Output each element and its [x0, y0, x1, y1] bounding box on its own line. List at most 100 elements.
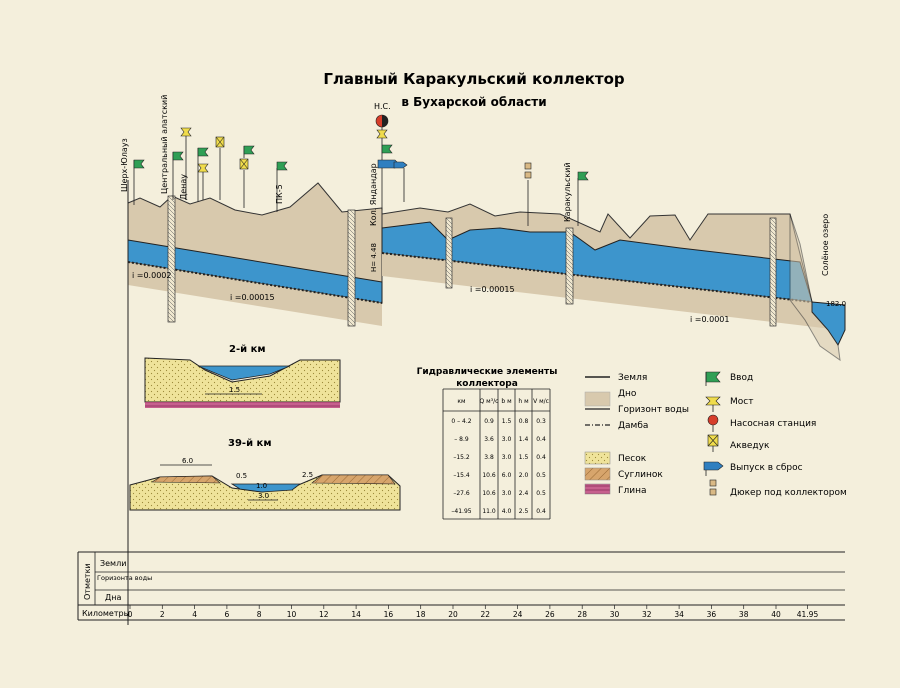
page-title: Главный Каракульский коллектор — [323, 70, 625, 88]
table-cell: 0.3 — [536, 418, 546, 425]
site-label-central: Центральный алатский — [160, 95, 169, 194]
slope-label-1: i =0.0002 — [132, 271, 171, 280]
table-cell: –15.4 — [453, 472, 470, 479]
table-cell: 3.0 — [502, 490, 512, 497]
table-cell: 3.0 — [502, 436, 512, 443]
legend-vypusk: Выпуск в сброс — [730, 463, 803, 473]
table-cell: –15.2 — [453, 454, 470, 461]
km-tick-label: 34 — [674, 610, 684, 619]
km-tick-label: 20 — [448, 610, 458, 619]
legend-most-icon — [705, 396, 721, 412]
legend-ns-icon — [707, 414, 719, 432]
table-cell: 3.0 — [502, 454, 512, 461]
height-label: Н= 4.48 — [370, 243, 378, 272]
site-label-pk5: ПК-5 — [275, 184, 284, 204]
marker-most-1 — [180, 127, 192, 200]
table-cell: 2.4 — [519, 490, 529, 497]
table-cell: 10.6 — [482, 472, 496, 479]
marker-vvod-karakul — [577, 171, 589, 226]
table-cell: 0.4 — [536, 436, 546, 443]
well-3 — [445, 217, 453, 289]
table-cell: 0.4 — [536, 454, 546, 461]
table-cell: 0.8 — [519, 418, 529, 425]
km-tick-label: 12 — [319, 610, 329, 619]
table-header-cell: Q м³/с — [480, 398, 499, 405]
table-cell: –27.6 — [453, 490, 470, 497]
marker-vvod-denau — [197, 147, 209, 202]
well-5 — [769, 217, 777, 327]
site-label-karakul: Каракульский — [563, 162, 572, 222]
km-tick-label: 24 — [513, 610, 523, 619]
km-tick-label: 30 — [610, 610, 620, 619]
bed-left — [128, 262, 382, 326]
lake-mark: 182.0 — [826, 300, 846, 308]
table-cell: 0 – 4.2 — [451, 418, 471, 425]
table-header-cell: h м — [518, 398, 528, 405]
well-1 — [167, 195, 176, 323]
hatch-right — [381, 252, 813, 303]
ns-label: Н.С. — [374, 102, 391, 111]
table-header-cell: b м — [501, 398, 511, 405]
elevation-table: Отметки Земли Горизонта воды Дна Километ… — [77, 551, 845, 621]
km-tick-label: 36 — [707, 610, 717, 619]
site-label-sherkh: Шерх-Юлауз — [120, 138, 129, 192]
legend-damba: Дамба — [618, 421, 648, 431]
elev-row-km: Километры — [82, 609, 130, 618]
section-2km-title: 2-й км — [229, 344, 266, 355]
elev-side-label: Отметки — [83, 563, 92, 600]
km-tick-label: 18 — [416, 610, 426, 619]
site-label-denau: Денау — [179, 174, 188, 200]
table-cell: 3.6 — [484, 436, 494, 443]
km-tick-label: 0 — [128, 610, 133, 619]
table-cell: 2.0 — [519, 472, 529, 479]
table-cell: – 8.9 — [454, 436, 469, 443]
cross-section-39km: 39-й км 6.0 0.5 2.5 1.0 3.0 — [129, 438, 401, 511]
table-cell: 0.5 — [536, 490, 546, 497]
km-tick-label: 4 — [192, 610, 197, 619]
elev-row-gorizont: Горизонта воды — [97, 574, 152, 582]
legend-vvod-icon — [705, 371, 721, 386]
table-cell: 1.5 — [519, 454, 529, 461]
km-tick-label: 14 — [351, 610, 361, 619]
legend-gorizont: Горизонт воды — [618, 405, 689, 415]
legend-vypusk-icon — [703, 461, 724, 476]
table-cell: 3.8 — [484, 454, 494, 461]
km-tick-label: 32 — [642, 610, 652, 619]
km-tick-label: 2 — [160, 610, 165, 619]
section-39km-dim-2: 0.5 — [236, 472, 247, 480]
elev-row-dna: Дна — [105, 593, 121, 602]
legend-dyuker: Дюкер под коллектором — [730, 488, 847, 498]
legend-suglinok: Суглинок — [618, 470, 663, 480]
km-tick-label: 22 — [481, 610, 491, 619]
km-tick-label: 16 — [384, 610, 394, 619]
hatch-left — [127, 261, 383, 304]
legend-dno: Дно — [618, 389, 637, 399]
table-cell: 0.5 — [536, 472, 546, 479]
legend-akveduk: Акведук — [730, 441, 770, 451]
section-39km-title: 39-й км — [228, 438, 272, 449]
table-cell: 0.4 — [536, 508, 546, 515]
section-2km-width: 1.5 — [229, 386, 240, 394]
table-cell: 6.0 — [502, 472, 512, 479]
slope-label-4: i =0.0001 — [690, 315, 729, 324]
legend-right: Ввод Мост Насосная станция Акведук Выпус… — [703, 371, 847, 498]
table-caption-2: коллектора — [456, 379, 518, 389]
marker-vvod-pk5 — [276, 161, 288, 212]
table-header-cell: км — [457, 398, 465, 405]
km-tick-label: 40 — [771, 610, 781, 619]
well-4 — [565, 227, 574, 305]
table-cell: –41.95 — [451, 508, 471, 515]
site-label-salt-lake: Солёное озеро — [821, 214, 830, 276]
legend-most: Мост — [730, 397, 753, 407]
site-label-yandandar: Кол. Яндандар — [369, 163, 378, 226]
marker-akveduk-1 — [215, 136, 225, 200]
longitudinal-profile: Шерх-Юлауз Центральный алатский Денау ПК… — [120, 95, 846, 625]
section-39km-dim-3: 2.5 — [302, 471, 313, 479]
legend-dyuker-icon — [709, 479, 717, 496]
bed-right — [382, 253, 840, 330]
marker-akveduk-2 — [239, 158, 249, 208]
legend-glina: Глина — [618, 486, 647, 496]
